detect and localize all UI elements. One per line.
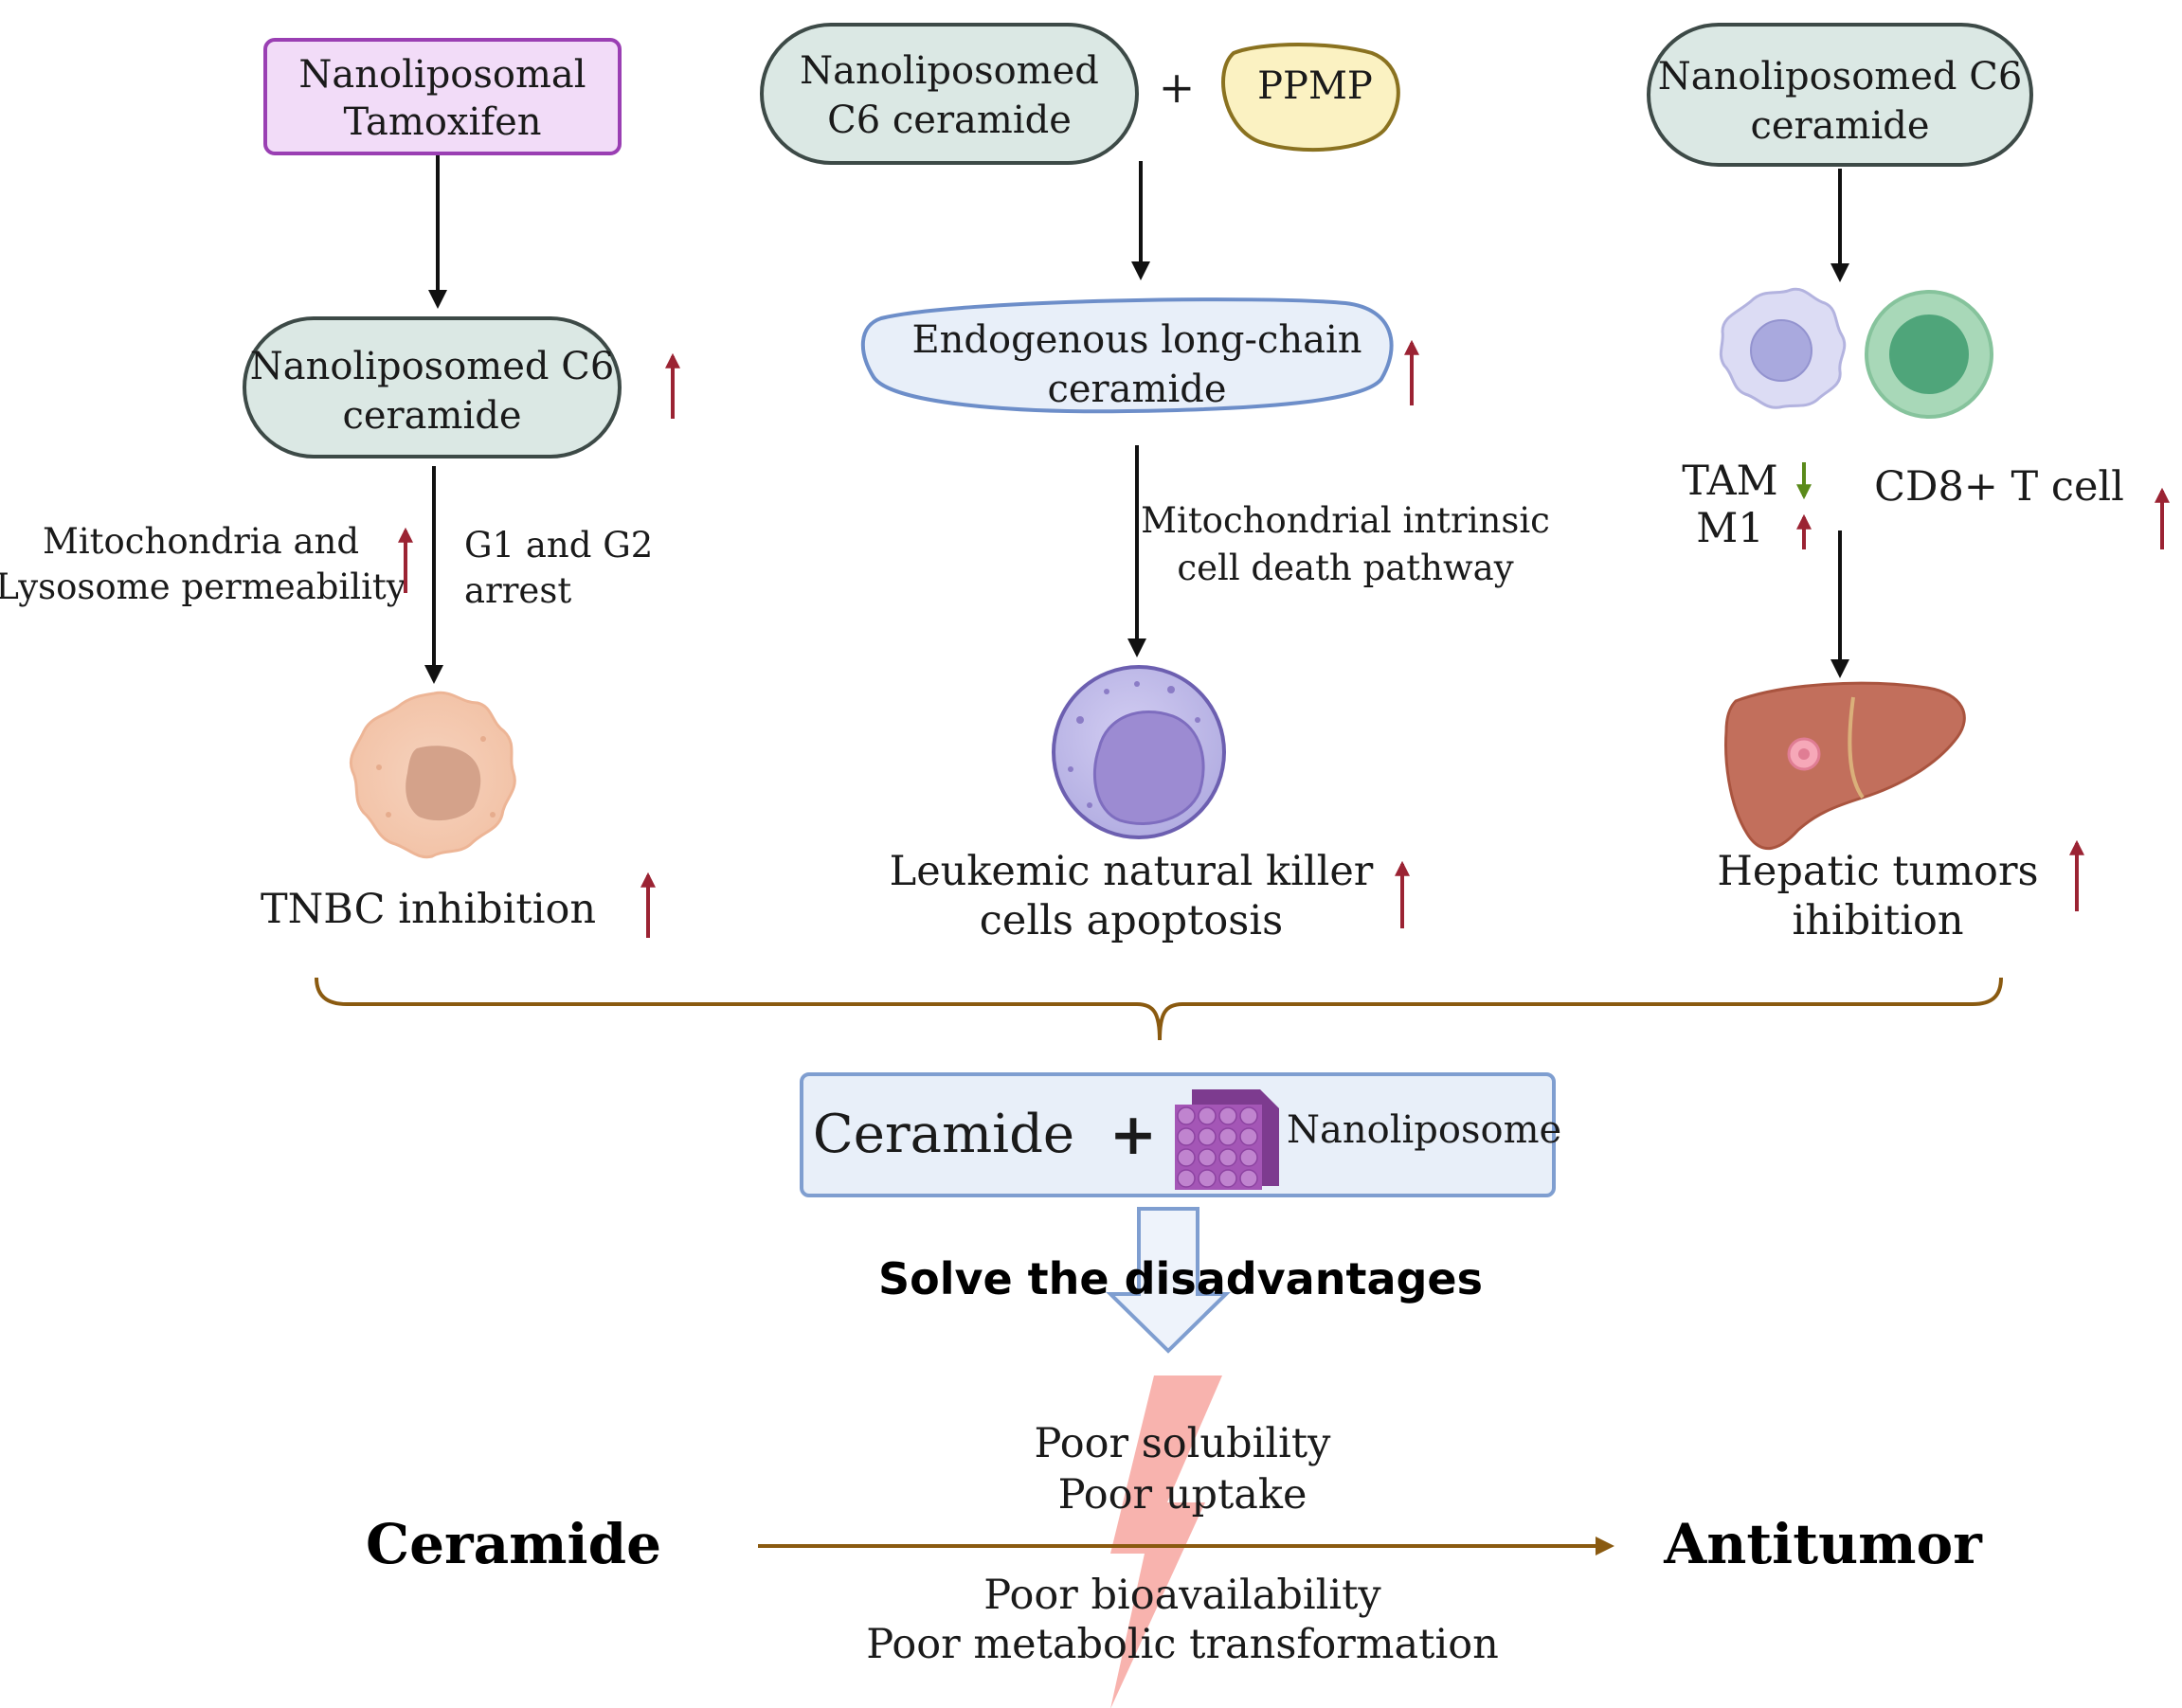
tam-cell-icon xyxy=(1719,287,1847,409)
lightning-bolt-icon xyxy=(1110,1375,1222,1708)
nanoliposomal-tamoxifen-box xyxy=(263,38,622,155)
grouping-brace xyxy=(315,977,2003,1041)
plus-sign: + xyxy=(1159,62,1196,113)
mito-lyso-note-line1: Mitochondria and xyxy=(43,521,359,562)
g1-g2-note-line2: arrest xyxy=(464,570,571,611)
mito-pathway-note-line2: cell death pathway xyxy=(1177,548,1513,588)
poor-bioavailability-label: Poor bioavailability xyxy=(983,1572,1381,1619)
right-c6-ceramide-line2: ceramide xyxy=(1750,104,1929,148)
hepatic-caption-line2: ihibition xyxy=(1792,897,1963,944)
right-column: Nanoliposomed C6 ceramide TAM M1 CD8+ T … xyxy=(1647,23,2170,944)
tam-label: TAM xyxy=(1682,458,1777,505)
tnbc-caption: TNBC inhibition xyxy=(261,886,596,933)
right-c6-ceramide-line1: Nanoliposomed C6 xyxy=(1658,55,2023,99)
poor-uptake-label: Poor uptake xyxy=(1058,1471,1307,1519)
middle-c6-ceramide-line1: Nanoliposomed xyxy=(800,49,1099,93)
poor-solubility-label: Poor solubility xyxy=(1035,1420,1332,1467)
leukemic-caption-line2: cells apoptosis xyxy=(980,897,1283,944)
poor-metabolic-label: Poor metabolic transformation xyxy=(866,1621,1499,1668)
ppmp-label: PPMP xyxy=(1257,64,1373,108)
nk-cell-icon xyxy=(1052,665,1226,839)
left-column: Nanoliposomal Tamoxifen Nanoliposomed C6… xyxy=(0,38,680,938)
solve-disadvantages-label: Solve the disadvantages xyxy=(878,1253,1483,1304)
tnbc-cell-icon xyxy=(350,691,516,859)
left-c6-ceramide-line1: Nanoliposomed C6 xyxy=(250,345,615,388)
endogenous-ceramide-line2: ceramide xyxy=(1047,368,1226,411)
middle-c6-ceramide-line2: C6 ceramide xyxy=(827,99,1072,142)
antitumor-end-label: Antitumor xyxy=(1663,1512,1983,1576)
mito-lyso-note-line2: Lysosome permeability xyxy=(0,566,406,607)
mito-pathway-note-line1: Mitochondrial intrinsic xyxy=(1141,500,1550,541)
right-c6-ceramide-box xyxy=(1647,23,2033,167)
cd8-t-cell-icon xyxy=(1865,290,1993,419)
endogenous-ceramide-blob xyxy=(860,297,1394,414)
leukemic-caption-line1: Leukemic natural killer xyxy=(890,848,1374,895)
left-c6-ceramide-line2: ceramide xyxy=(342,394,521,438)
endogenous-ceramide-line1: Endogenous long-chain xyxy=(911,318,1361,362)
ceramide-start-label: Ceramide xyxy=(366,1512,661,1576)
nanoliposome-cube-icon xyxy=(1175,1089,1279,1190)
g1-g2-note-line1: G1 and G2 xyxy=(464,525,653,566)
middle-c6-ceramide-box xyxy=(760,23,1139,165)
ppmp-blob xyxy=(1221,43,1400,153)
m1-label: M1 xyxy=(1696,505,1763,552)
bottom-plus-sign: + xyxy=(1109,1102,1157,1168)
nanoliposomal-tamoxifen-line1: Nanoliposomal xyxy=(298,53,586,97)
hepatic-caption-line1: Hepatic tumors xyxy=(1717,848,2038,895)
cd8-label: CD8+ T cell xyxy=(1874,463,2124,511)
left-c6-ceramide-box xyxy=(243,316,622,458)
solve-down-arrow-icon xyxy=(1106,1207,1231,1354)
bottom-section: Ceramide + Nanoliposome Solve the disadv… xyxy=(366,1072,1983,1708)
liver-icon xyxy=(1724,681,1966,851)
nanoliposome-label: Nanoliposome xyxy=(1287,1108,1561,1152)
ceramide-box-label: Ceramide xyxy=(813,1104,1074,1165)
middle-column: Nanoliposomed C6 ceramide + PPMP Endogen… xyxy=(760,23,1550,944)
nanoliposomal-tamoxifen-line2: Tamoxifen xyxy=(343,100,541,144)
